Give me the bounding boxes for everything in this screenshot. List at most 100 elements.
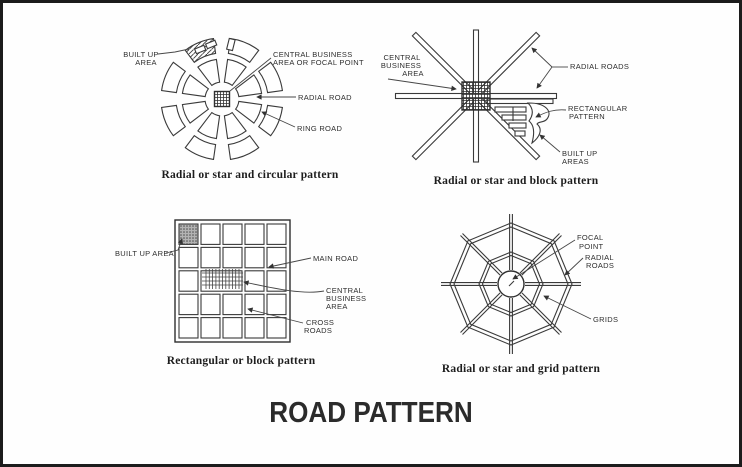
city-block-cell [266,317,287,339]
radial-roads-leader-line-upper [531,47,553,68]
inner-ring-sector [223,58,247,87]
radial-roads-leader-line [564,257,584,276]
grid-cells [178,223,287,339]
octagon-ring [453,226,569,342]
outer-ring-sector [184,134,217,161]
city-block-cell [222,246,243,269]
ring-road-leader-line [261,111,296,128]
city-block-cell [266,270,287,292]
city-block-cell [244,223,265,245]
radial-block-diagram: CENTRAL BUSINESS AREA RADIAL ROADS RECTA… [381,29,629,187]
grids-leader-line [543,295,592,320]
cross-roads-label-line1: CROSS [306,318,334,327]
cross-roads-leader-line [247,307,304,324]
central-business-label-line1: CENTRAL [326,286,363,295]
built-up-cell [178,223,199,245]
city-block-cell [200,293,221,316]
focal-point-label-line2: POINT [579,242,604,251]
city-block-cell [222,223,243,245]
city-block-cell [266,223,287,245]
radial-road-label: RADIAL ROAD [298,93,352,102]
octagon-ring [481,254,541,314]
block-bar [494,106,527,113]
octagon-ring [478,251,544,317]
rectangular-block-diagram: BUILT UP AREA MAIN ROAD CENTRAL BUSINESS… [115,219,366,367]
inner-ring-sector [234,100,263,124]
radial-road-line [460,235,501,276]
rectangular-pattern-leader-line [535,109,567,118]
radial-grid-caption: Radial or star and grid pattern [442,363,601,375]
city-block-cell [200,246,221,269]
radial-roads-label-line1: RADIAL [585,253,614,262]
built-up-leader-line [165,238,183,254]
city-block-cell [178,270,199,292]
main-road-label: MAIN ROAD [313,254,358,263]
grids-label: GRIDS [593,315,618,324]
radial-grid-diagram: FOCAL POINT RADIAL ROADS GRIDS Radial or… [441,214,618,375]
radial-road-line [519,233,560,274]
outer-ring-sector [160,104,187,137]
web-shapes [441,214,581,354]
central-business-label-line2: BUSINESS [381,61,421,70]
city-block-cell [244,317,265,339]
central-business-label-line1: CENTRAL [383,53,420,62]
ring-road-label: RING ROAD [297,124,342,133]
rectangular-pattern-label-line2: PATTERN [569,112,605,121]
octagon-ring [449,222,573,346]
city-block-cell [200,223,221,245]
central-business-square [461,81,491,111]
central-business-square [213,90,231,108]
city-block-cell [222,317,243,339]
building-block [225,37,236,52]
built-up-blob [526,102,550,145]
central-business-label-line2: AREA OR FOCAL POINT [273,58,364,67]
city-block-cell [266,246,287,269]
inner-ring-sector [197,111,221,140]
built-up-areas-label-line1: BUILT UP [562,149,597,158]
radial-road-line [519,294,560,335]
built-up-areas-leader-line [539,134,561,153]
circular-leaders [157,48,296,128]
built-up-area-label-line2: AREA [135,58,157,67]
central-business-leader-line [387,78,457,92]
city-block-cell [178,246,199,269]
radial-road-line [521,292,562,333]
inner-ring-sector [181,100,210,124]
inner-ring-sector [223,111,247,140]
city-block-cell [266,293,287,316]
central-business-label-line3: AREA [402,69,424,78]
central-business-label-line2: BUSINESS [326,294,366,303]
built-up-areas-label-line2: AREAS [562,157,589,166]
cross-roads-label-line2: ROADS [304,326,332,335]
inner-ring-sector [197,58,221,87]
block-leaders [387,47,568,153]
city-block-cell [244,293,265,316]
rectangular-pattern-label-line1: RECTANGULAR [568,104,628,113]
circular-center-group [193,37,236,108]
city-block-cell [178,293,199,316]
radial-circular-caption: Radial or star and circular pattern [161,169,338,181]
radial-road-line [460,292,501,333]
side-road [486,98,554,105]
radial-roads-leader-line-lower [536,66,553,89]
city-block-cell [200,317,221,339]
cbd-hatch [202,269,243,289]
built-up-area-label: BUILT UP AREA [115,249,174,258]
city-block-cell [244,270,265,292]
radial-road-line [462,233,503,274]
radial-roads-label: RADIAL ROADS [570,62,629,71]
built-up-leader-line [157,48,190,55]
outer-ring-sector [257,104,284,137]
building-block [204,39,218,50]
radial-block-caption: Radial or star and block pattern [434,175,599,187]
city-block-cell [222,293,243,316]
rectangular-block-caption: Rectangular or block pattern [167,355,316,367]
focal-point-leader-line [512,239,576,280]
inner-ring-sector [234,74,263,98]
radial-roads-label-line2: ROADS [586,261,614,270]
focal-point-mark [508,280,515,287]
block-area-group [461,81,554,145]
radial-road-line [462,294,503,335]
